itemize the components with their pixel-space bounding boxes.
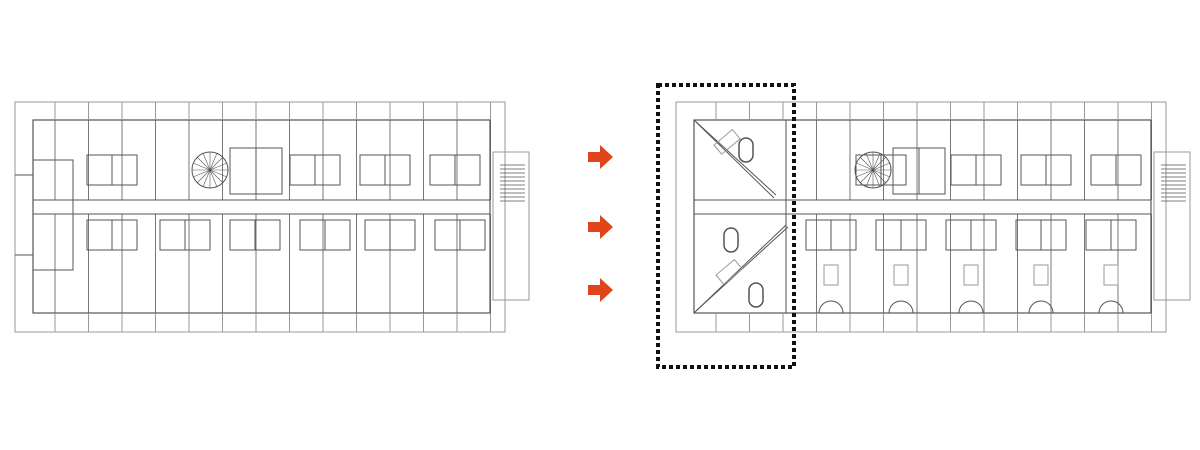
proposed-floor-plan [675,101,1191,333]
stair-step [872,153,881,171]
transformation-arrows [588,145,613,302]
stair-step [865,169,874,187]
bathtub [723,227,739,253]
stair-step [209,169,223,183]
stair-step [209,162,227,171]
stair-step [193,162,211,171]
outer-wall [675,101,1167,333]
bed [893,264,909,286]
stair-step [872,169,881,187]
bed [823,264,839,286]
stair-step [197,169,211,183]
stair-step [209,153,218,171]
stair-step [197,157,211,171]
highlight-frame [656,83,796,369]
stair-step [202,169,211,187]
arrow-right-icon [588,145,613,169]
inner-wall [693,119,1152,314]
stair-step [209,169,227,178]
inner-wall [32,119,491,314]
stair-block [492,151,530,301]
stair-block [1153,151,1191,301]
window-bay [1028,300,1054,314]
stair-step [209,169,218,187]
bed [963,264,979,286]
stair-step [872,162,890,171]
stair-step [860,157,874,171]
stair-step [202,153,211,171]
outer-wall [14,101,506,333]
diagonal-wall [695,121,775,199]
existing-floor-plan [14,101,530,333]
window-bay [1098,300,1124,314]
stair-step [865,153,874,171]
stair-step [860,169,874,183]
diagonal-wall [693,119,777,196]
arrow-right-icon [588,278,613,302]
stair-step [856,169,874,178]
window-bay [818,300,844,314]
lounge-bed [713,128,741,155]
bed [1103,264,1119,286]
stair-step [872,169,886,183]
window-bay [958,300,984,314]
bed [1033,264,1049,286]
stair-step [872,169,890,178]
window-bay [888,300,914,314]
entry-lobby [32,159,74,271]
bathtub [748,282,764,308]
stair-step [856,162,874,171]
arrow-right-icon [588,215,613,239]
bathtub [738,137,754,163]
lounge-bed [715,258,743,285]
stair-step [872,157,886,171]
stair-step [193,169,211,178]
stair-step [209,157,223,171]
